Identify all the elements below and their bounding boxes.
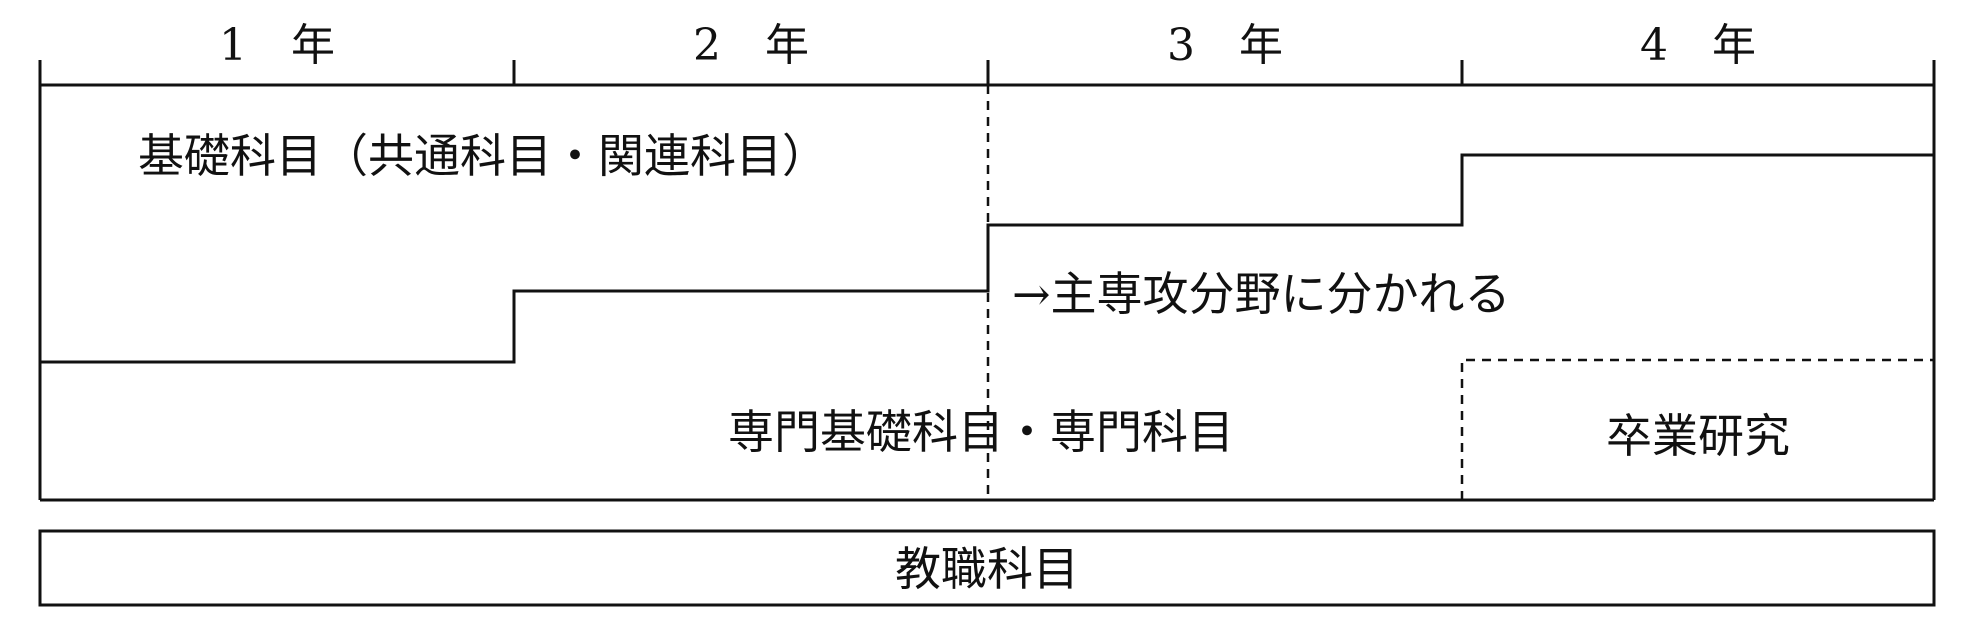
year-label-1: 1 年: [219, 20, 335, 71]
basic-subjects-label: 基礎科目（共通科目・関連科目）: [138, 129, 828, 183]
year-label-4: 4 年: [1640, 20, 1756, 71]
teaching-subjects-label: 教職科目: [895, 542, 1079, 596]
graduation-research-boundary: [1460, 358, 1934, 500]
year-label-3: 3 年: [1167, 20, 1283, 71]
year-timeline: 1 年 2 年 3 年 4 年: [38, 20, 1936, 87]
teaching-subjects-frame: [38, 529, 1936, 607]
specialized-subjects-label: 専門基礎科目・専門科目: [728, 405, 1234, 459]
curriculum-box: 基礎科目（共通科目・関連科目） →主専攻分野に分かれる 専門基礎科目・専門科目 …: [38, 85, 1936, 502]
teaching-subjects-box: 教職科目: [38, 529, 1936, 607]
major-split-label: →主専攻分野に分かれる: [1012, 267, 1511, 321]
year-label-2: 2 年: [693, 20, 809, 71]
graduation-research-label: 卒業研究: [1606, 409, 1790, 463]
step-boundary-line: [40, 153, 1934, 364]
